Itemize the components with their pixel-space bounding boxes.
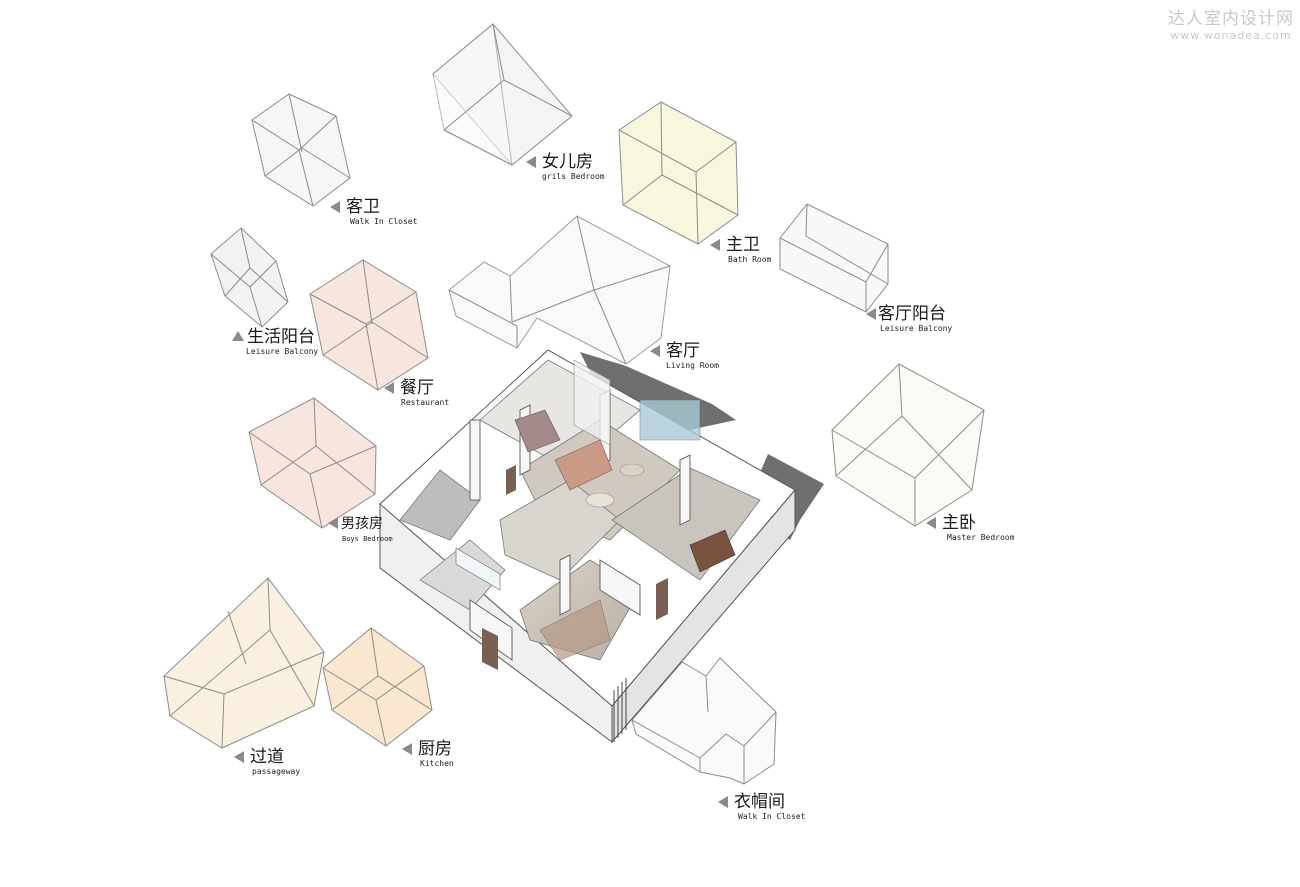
master-bedroom-volume [831,363,985,527]
label-kitchen: 厨房 Kitchen [402,739,454,769]
pointer-arrow-icon [926,517,936,529]
room-name: 主卫 [726,235,760,255]
label-walk-in-closet: 衣帽间 Walk In Closet [718,792,805,822]
room-name-en: passageway [252,767,301,776]
pointer-arrow-icon [718,796,728,808]
pointer-arrow-icon [710,239,720,251]
label-living-balcony: 客厅阳台 Leisure Balcony [866,304,952,334]
pointer-arrow-icon [402,743,412,755]
room-name: 客卫 [346,197,380,217]
label-passageway: 过道 passageway [234,747,300,777]
label-dining: 餐厅 Restaurant [384,378,449,408]
living-room-volume [448,215,671,365]
walk-in-closet-volume [631,657,777,785]
pointer-arrow-icon [234,751,244,763]
dining-volume [309,259,429,391]
watermark-url: www.wonadea.com [1170,29,1292,42]
pointer-arrow-icon [232,331,244,341]
kitchen-volume [322,627,433,747]
room-name-en: Walk In Closet [738,812,806,821]
watermark-title: 达人室内设计网 [1168,9,1294,29]
girls-bedroom-volume [432,23,573,166]
room-name: 过道 [250,747,284,767]
pointer-arrow-icon [328,517,338,529]
room-name-en: Leisure Balcony [246,347,319,356]
room-name: 主卧 [942,513,976,533]
label-service-balcony: 生活阳台 Leisure Balcony [232,327,318,357]
room-name: 男孩房 [341,516,383,532]
room-name: 餐厅 [400,378,434,398]
boys-bedroom-volume [248,397,377,529]
watermark: 达人室内设计网 www.wonadea.com [1168,4,1294,42]
room-name: 生活阳台 [247,327,315,347]
label-guest-bath: 客卫 Walk In Closet [330,197,417,227]
pointer-arrow-icon [526,156,536,168]
room-name-en: Walk In Closet [350,217,418,226]
label-girls-bedroom: 女儿房 grils Bedroom [526,152,605,182]
apartment-model [379,349,824,744]
label-boys-bedroom: 男孩房 Boys Bedroom [328,514,393,544]
service-balcony-volume [210,227,289,328]
living-balcony-volume [779,203,889,313]
room-name-en: Boys Bedroom [342,535,393,543]
room-name-en: Master Bedroom [947,533,1015,542]
room-name: 客厅 [666,341,700,361]
label-living-room: 客厅 Living Room [650,341,719,371]
room-name-en: Leisure Balcony [880,324,953,333]
pointer-arrow-icon [330,201,340,213]
room-name-en: Restaurant [401,398,450,407]
master-bath-volume [618,101,739,245]
pointer-arrow-icon [650,345,660,357]
room-name-en: grils Bedroom [542,172,605,181]
passageway-volume [163,577,325,749]
room-name: 厨房 [418,739,452,759]
pointer-arrow-icon [384,382,394,394]
label-master-bedroom: 主卧 Master Bedroom [926,513,1014,543]
room-name-en: Kitchen [420,759,454,768]
pointer-arrow-icon [866,308,876,320]
room-name: 衣帽间 [734,792,785,812]
room-name-en: Bath Room [728,255,772,264]
room-name: 客厅阳台 [878,304,946,324]
room-name-en: Living Room [666,361,719,370]
label-master-bath: 主卫 Bath Room [710,235,771,265]
room-name: 女儿房 [542,152,593,172]
guest-bath-volume [251,93,351,207]
